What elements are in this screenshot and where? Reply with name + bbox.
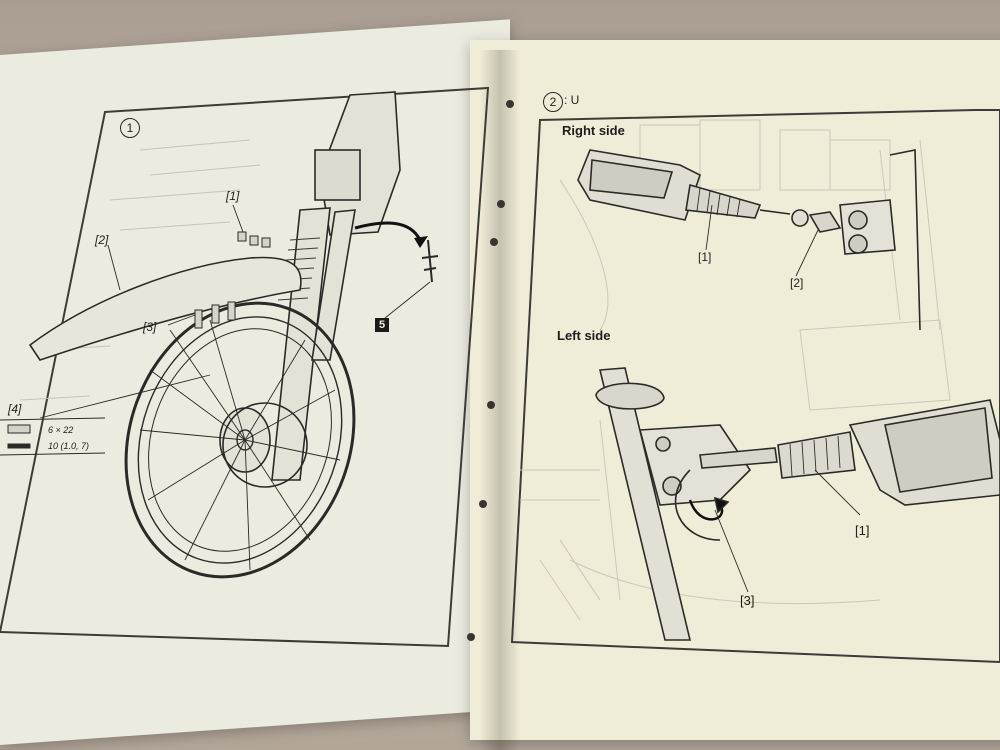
right-side-heading: Right side (562, 123, 625, 138)
front-fender (28, 256, 302, 361)
torque-spec: 10 (1.0, 7) (48, 441, 90, 451)
callout-label: [2] (790, 276, 804, 290)
right-page (470, 40, 1000, 740)
callout-label: [1] (855, 523, 870, 538)
binder-hole (490, 238, 498, 246)
callout-label: [3] (143, 320, 157, 334)
binder-hole (479, 500, 487, 508)
callout-box-number: 5 (375, 318, 389, 332)
step-number-circle: 1 (120, 118, 140, 138)
binder-hole (487, 401, 495, 409)
callout-label: [1] (698, 250, 712, 264)
callout-label: [3] (740, 593, 755, 608)
binder-hole (467, 633, 475, 641)
callout-label: [2] (95, 233, 109, 247)
step-number-circle: 2 (543, 92, 563, 112)
left-side-heading: Left side (557, 328, 611, 343)
bolt-size-spec: 6 × 22 (48, 425, 74, 435)
callout-label: [4] (8, 402, 22, 416)
step-variant-label: : U (564, 93, 580, 107)
callout-label: [1] (226, 189, 240, 203)
binder-hole (497, 200, 505, 208)
binder-hole (506, 100, 514, 108)
